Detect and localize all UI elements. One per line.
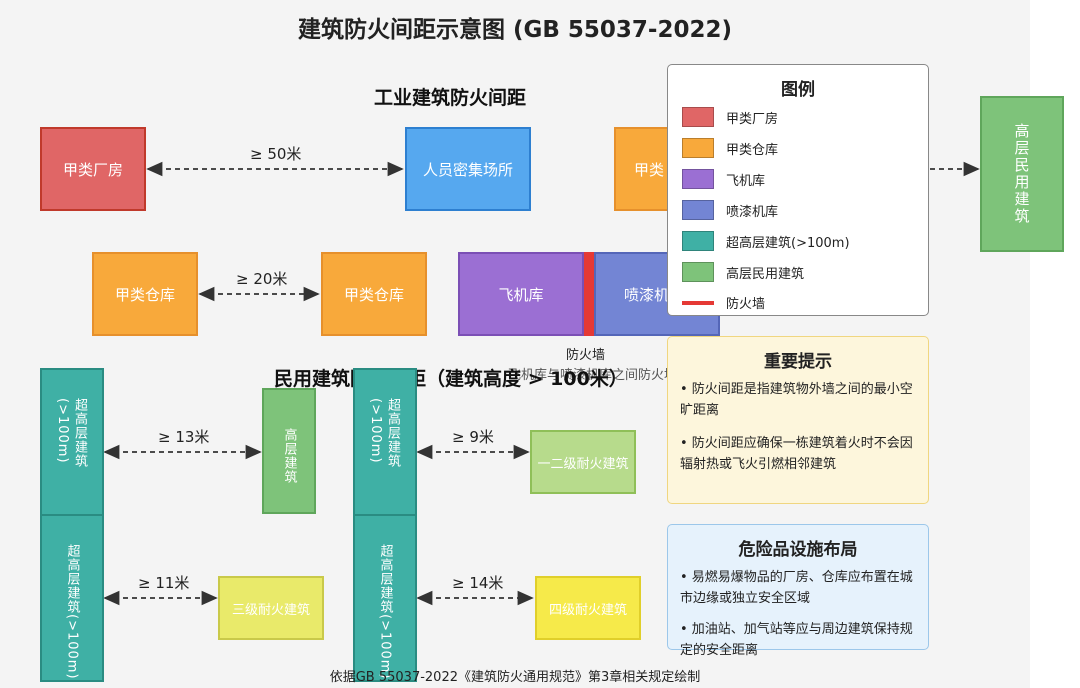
- legend-item: 甲类厂房: [682, 107, 778, 127]
- legend-item: 防火墙: [682, 293, 765, 312]
- legend-swatch: [682, 138, 714, 158]
- class-a-warehouse-a-box: 甲类仓库: [92, 252, 198, 336]
- distance-9m-label: ≥ 9米: [452, 428, 494, 446]
- supertall-box-4-label: 超高层建筑(>100m): [377, 544, 393, 680]
- legend-label: 超高层建筑(>100m): [726, 235, 850, 251]
- highrise-label: 高层建筑: [281, 428, 297, 484]
- legend-title: 图例: [781, 80, 815, 100]
- supertall-box-2-label: 超高层建筑(>100m): [368, 398, 400, 468]
- crowded-venue-box: 人员密集场所: [405, 127, 531, 211]
- tips-title: 重要提示: [764, 352, 832, 372]
- hangar-box: 飞机库: [458, 252, 584, 336]
- distance-11m-label: ≥ 11米: [138, 574, 190, 592]
- distance-20m-label: ≥ 20米: [236, 270, 288, 288]
- supertall-box-1: 超高层建筑(>100m): [40, 368, 104, 518]
- distance-50m-label: ≥ 50米: [250, 145, 302, 163]
- highrise-civil-box: 高层民用建筑: [980, 96, 1064, 252]
- supertall-box-3-label: 超高层建筑(>100m): [64, 544, 80, 680]
- hazard-bullet-2: • 加油站、加气站等应与周边建筑保持规定的安全距离: [680, 622, 913, 658]
- legend-item: 高层民用建筑: [682, 262, 804, 282]
- legend-label: 喷漆机库: [726, 204, 779, 220]
- tips-bullet-2: • 防火间距应确保一栋建筑着火时不会因辐射热或飞火引燃相邻建筑: [680, 436, 913, 472]
- legend-label: 防火墙: [726, 297, 766, 312]
- tips-panel: 重要提示 • 防火间距是指建筑物外墙之间的最小空旷距离 • 防火间距应确保一栋建…: [667, 336, 929, 504]
- supertall-box-2: 超高层建筑(>100m): [353, 368, 417, 518]
- supertall-box-3: 超高层建筑(>100m): [40, 514, 104, 682]
- legend-label: 高层民用建筑: [726, 266, 805, 282]
- hazard-title: 危险品设施布局: [738, 540, 858, 560]
- distance-13m-label: ≥ 13米: [158, 428, 210, 446]
- firewall-note: 飞机库与喷漆机库之间防火墙分隔: [508, 368, 704, 383]
- legend-swatch: [682, 107, 714, 127]
- legend-swatch: [682, 231, 714, 251]
- civil-heading: 民用建筑防火间距（建筑高度 > 100米）: [274, 368, 628, 390]
- legend-swatch: [682, 200, 714, 220]
- legend-swatch: [682, 169, 714, 189]
- legend-item: 喷漆机库: [682, 200, 778, 220]
- legend-label: 飞机库: [726, 173, 766, 189]
- class-a-factory-box: 甲类厂房: [40, 127, 146, 211]
- supertall-box-4: 超高层建筑(>100m): [353, 514, 417, 682]
- legend-label: 甲类厂房: [726, 111, 779, 127]
- class-a-warehouse-b-box: 甲类仓库: [321, 252, 427, 336]
- distance-14m-label: ≥ 14米: [452, 574, 504, 592]
- legend-item: 飞机库: [682, 169, 765, 189]
- legend-label: 甲类仓库: [726, 142, 779, 158]
- legend-panel: 图例 甲类厂房甲类仓库飞机库喷漆机库超高层建筑(>100m) 高层民用建筑防火墙: [667, 64, 929, 316]
- grade-4-box: 四级耐火建筑: [535, 576, 641, 640]
- legend-swatch: [682, 300, 714, 305]
- highrise-box: 高层建筑: [262, 388, 316, 514]
- legend-item: 甲类仓库: [682, 138, 778, 158]
- legend-item: 超高层建筑(>100m): [682, 231, 850, 251]
- footer-note: 依据GB 55037-2022《建筑防火通用规范》第3章相关规定绘制: [329, 670, 701, 685]
- industrial-heading: 工业建筑防火间距: [374, 87, 527, 109]
- grade-3-box: 三级耐火建筑: [218, 576, 324, 640]
- tips-bullet-1: • 防火间距是指建筑物外墙之间的最小空旷距离: [680, 382, 913, 418]
- hazard-bullet-1: • 易燃易爆物品的厂房、仓库应布置在城市边缘或独立安全区域: [680, 570, 913, 606]
- supertall-box-1-label: 超高层建筑(>100m): [55, 398, 87, 468]
- legend-swatch: [682, 262, 714, 282]
- diagram-title: 建筑防火间距示意图 (GB 55037-2022): [297, 17, 733, 43]
- grade-1-2-box: 一二级耐火建筑: [530, 430, 636, 494]
- firewall-label: 防火墙: [566, 348, 606, 363]
- firewall-bar: [584, 252, 594, 336]
- hazard-panel: 危险品设施布局 • 易燃易爆物品的厂房、仓库应布置在城市边缘或独立安全区域 • …: [667, 524, 929, 658]
- highrise-civil-label: 高层民用建筑: [1012, 123, 1031, 225]
